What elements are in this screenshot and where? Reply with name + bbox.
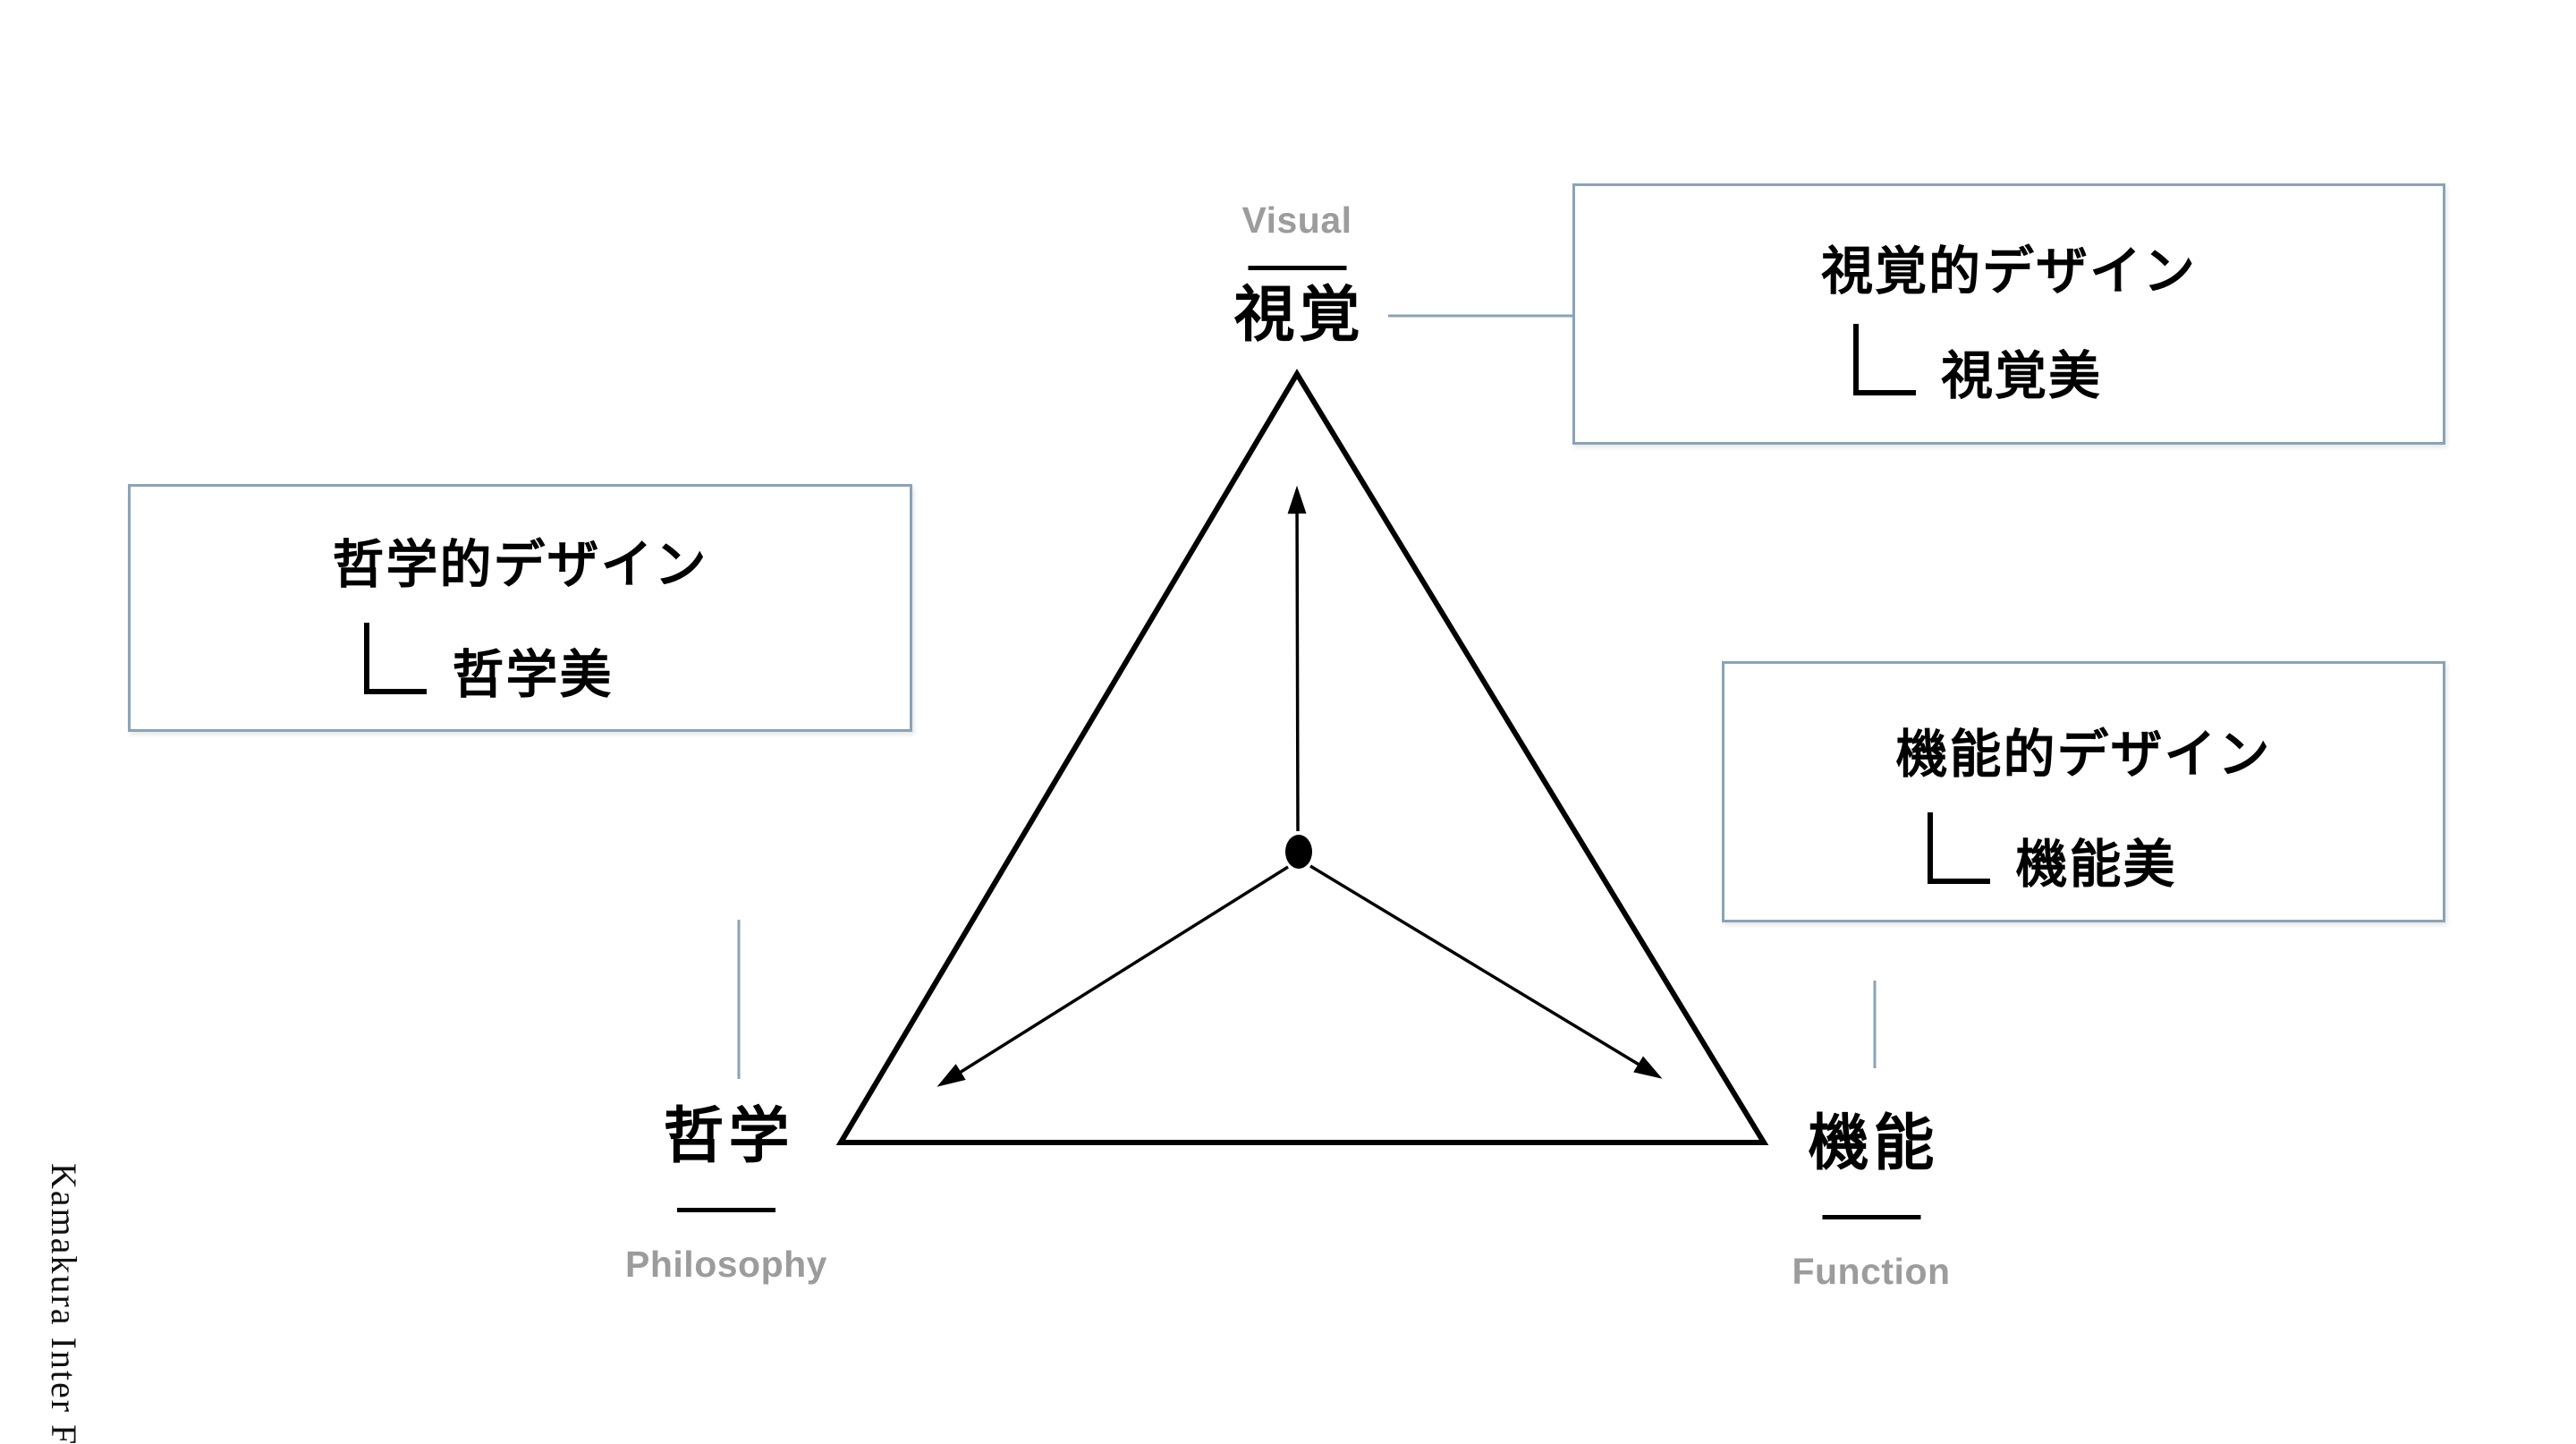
philosophy-divider-line (677, 1208, 775, 1212)
vertex-label-visual: Visual 視覚 (1233, 200, 1360, 346)
callout-sub-philosophy: 哲学美 (452, 645, 614, 704)
elbow-connector-icon (1928, 811, 1991, 884)
vertex-en-visual: Visual (1241, 200, 1352, 241)
elbow-connector-icon (1852, 323, 1916, 395)
callout-box-function: 機能的デザイン 機能美 (1722, 661, 2445, 922)
vertex-en-philosophy: Philosophy (625, 1244, 827, 1285)
vertex-ja-function: 機能 (1808, 1109, 1939, 1177)
callout-content-visual: 視覚的デザイン 視覚美 (1821, 243, 2197, 403)
callout-sub-function: 機能美 (2015, 835, 2177, 894)
callout-title-function: 機能的デザイン (1895, 726, 2272, 784)
vertex-en-function: Function (1792, 1251, 1951, 1292)
arrow-bottom-right (1309, 864, 1663, 1079)
callout-box-visual: 視覚的デザイン 視覚美 (1572, 183, 2445, 445)
vertex-ja-visual: 視覚 (1233, 281, 1365, 349)
callout-content-function: 機能的デザイン 機能美 (1895, 726, 2271, 891)
callout-content-philosophy: 哲学的デザイン 哲学美 (332, 537, 708, 701)
vertex-label-function: 機能 Function (1792, 1113, 1950, 1290)
callout-subrow-visual: 視覚美 (1852, 323, 2102, 405)
elbow-connector-icon (364, 622, 428, 694)
watermark-text: Kamakura Inter FC (44, 1163, 84, 1444)
callout-subrow-function: 機能美 (1928, 811, 2177, 894)
arrow-bottom-left (936, 865, 1289, 1087)
callout-box-philosophy: 哲学的デザイン 哲学美 (128, 484, 912, 732)
function-divider-line (1821, 1215, 1920, 1219)
vertex-label-philosophy: 哲学 Philosophy (625, 1106, 827, 1283)
center-dot (1285, 835, 1312, 869)
callout-subrow-philosophy: 哲学美 (364, 622, 614, 704)
callout-sub-visual: 視覚美 (1940, 346, 2102, 405)
triangle-outline (835, 369, 1769, 1145)
vertex-ja-philosophy: 哲学 (663, 1102, 794, 1170)
callout-title-philosophy: 哲学的デザイン (332, 536, 708, 594)
arrow-up (1287, 485, 1307, 832)
visual-divider-line (1247, 266, 1346, 270)
callout-title-visual: 視覚的デザイン (1820, 242, 2197, 301)
